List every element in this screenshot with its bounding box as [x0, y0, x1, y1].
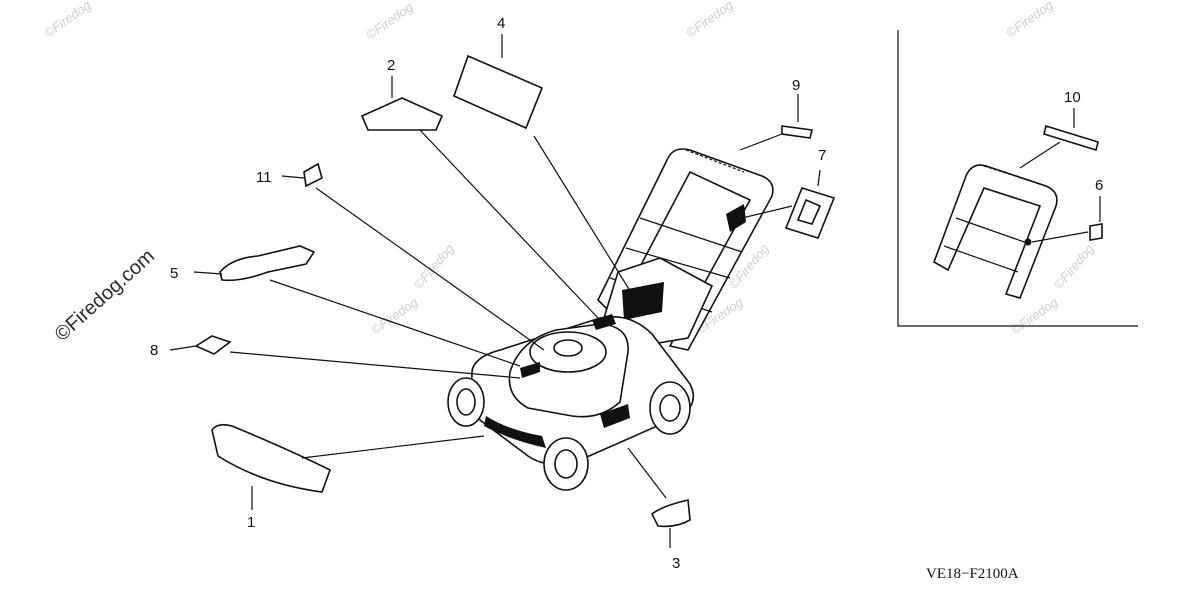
rear-right-wheel — [649, 381, 691, 435]
watermark-4: ©Firedog — [1003, 0, 1056, 40]
part-2-decal — [360, 97, 444, 131]
inset-panel: 10 6 — [897, 30, 1138, 327]
part-4-decal — [453, 54, 544, 130]
watermark-3: ©Firedog — [683, 0, 736, 40]
part-9-decal — [781, 125, 813, 139]
callout-7: 7 — [818, 147, 826, 164]
part-1-decal — [211, 423, 331, 493]
callout-2: 2 — [387, 57, 395, 74]
callout-10: 10 — [1064, 89, 1081, 106]
part-7-decal — [784, 187, 836, 239]
part-5-decal — [219, 245, 316, 282]
watermark-2: ©Firedog — [363, 0, 416, 42]
front-right-wheel — [543, 437, 589, 491]
watermark-7: ©Firedog — [1008, 294, 1061, 338]
callout-11: 11 — [256, 169, 272, 186]
callout-1: 1 — [247, 514, 255, 531]
watermark-5: ©Firedog — [368, 294, 421, 338]
watermark-main: ©Firedog.com — [51, 245, 159, 346]
callout-4: 4 — [497, 15, 505, 32]
part-3-decal — [650, 499, 691, 528]
callout-6: 6 — [1095, 177, 1103, 194]
callout-5: 5 — [170, 265, 178, 282]
watermark-1: ©Firedog — [41, 0, 94, 40]
watermark-10: ©Firedog — [1051, 241, 1097, 292]
lawn-mower-illustration — [447, 148, 774, 491]
part-8-decal — [194, 335, 232, 355]
part-11-decal — [303, 162, 323, 188]
diagram-code: VE18−F2100A — [926, 566, 1019, 582]
part-10-decal — [1043, 124, 1099, 152]
callout-8: 8 — [150, 342, 158, 359]
callout-3: 3 — [672, 555, 680, 572]
front-left-wheel — [447, 377, 485, 427]
callout-9: 9 — [792, 77, 800, 94]
watermark-8: ©Firedog — [411, 241, 457, 292]
leader-lines — [169, 34, 821, 548]
part-6-decal — [1089, 223, 1103, 241]
